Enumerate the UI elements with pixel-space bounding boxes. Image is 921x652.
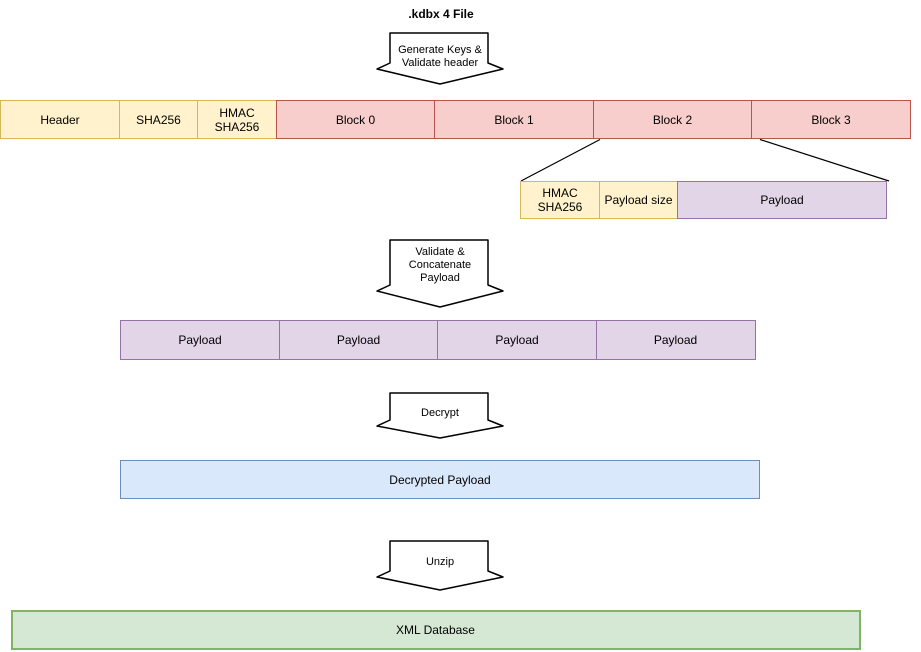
detail-cell-payload: Payload	[677, 181, 887, 219]
decrypted-payload-block: Decrypted Payload	[120, 460, 760, 499]
file-cell-hmac-sha256: HMAC SHA256	[197, 100, 277, 139]
file-cell-header: Header	[0, 100, 120, 139]
block-detail-row: HMAC SHA256 Payload size Payload	[520, 181, 887, 219]
block2-expand-line-right	[759, 138, 890, 182]
block2-expand-line-left	[520, 138, 601, 182]
payload-cell-2: Payload	[437, 320, 597, 360]
diagram-title: .kdbx 4 File	[408, 7, 474, 21]
payload-cell-3: Payload	[595, 320, 756, 360]
arrow-label-decrypt: Decrypt	[421, 407, 459, 419]
arrow-label-generate-keys: Generate Keys & Validate header	[398, 44, 482, 69]
arrow-label-unzip: Unzip	[425, 556, 455, 568]
payload-cell-1: Payload	[278, 320, 439, 360]
detail-cell-payload-size: Payload size	[598, 181, 679, 219]
payload-cell-0: Payload	[120, 320, 280, 360]
file-cell-block-0: Block 0	[275, 100, 436, 139]
file-cell-block-3: Block 3	[751, 100, 911, 139]
arrow-label-validate-concatenate: Validate & Concatenate Payload	[408, 246, 472, 284]
kdbx-file-structure-row: Header SHA256 HMAC SHA256 Block 0 Block …	[0, 100, 911, 139]
file-cell-sha256: SHA256	[118, 100, 199, 139]
detail-cell-hmac-sha256: HMAC SHA256	[520, 181, 600, 219]
file-cell-block-2: Block 2	[592, 100, 753, 139]
file-cell-block-1: Block 1	[434, 100, 594, 139]
xml-database-block: XML Database	[10, 610, 861, 650]
concatenated-payload-row: Payload Payload Payload Payload	[120, 320, 756, 360]
